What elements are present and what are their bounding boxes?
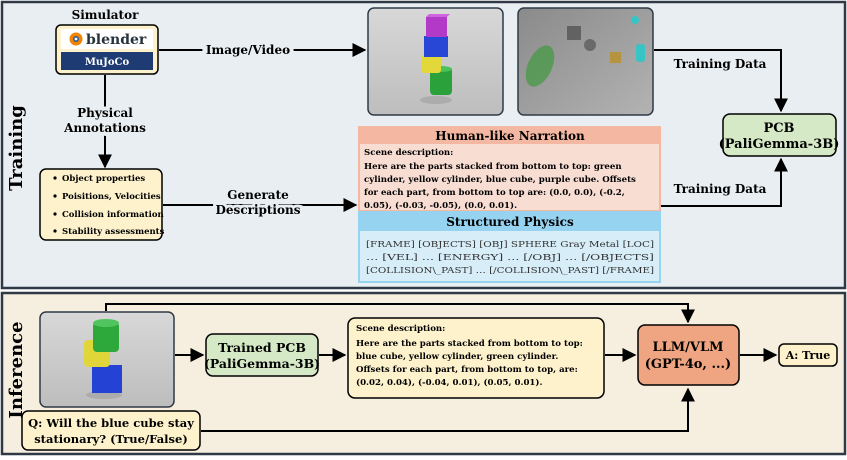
- scene-line: blue cube, yellow cylinder, green cylind…: [356, 352, 558, 362]
- narration-line: for each part, from bottom to top are: (…: [364, 187, 625, 198]
- trained-pcb-model: (PaliGemma-3B): [204, 356, 320, 371]
- mujoco-logo: [61, 52, 153, 70]
- mujoco-label: MuJoCo: [85, 57, 130, 68]
- inference-section-label: Inference: [6, 321, 27, 418]
- arrow-narration-to-pcb: [661, 157, 788, 207]
- narration-line: 0.05), (-0.03, -0.05), (0.0, 0.01).: [364, 200, 517, 211]
- simulator-title: Simulator: [72, 8, 140, 22]
- generate-descriptions-label-1: Generate: [227, 188, 289, 202]
- blender-logo: [61, 29, 153, 49]
- annotation-item: Stability assessments: [62, 227, 165, 237]
- generate-descriptions-label-2: Descriptions: [216, 203, 301, 217]
- inference-stack-image: [39, 311, 175, 408]
- rendered-motion-image: [517, 7, 654, 116]
- scene-line: Offsets for each part, from bottom to to…: [356, 365, 578, 375]
- narration-header: [359, 127, 660, 144]
- physics-text: [FRAME] [OBJECTS] [OBJ] SPHERE Gray Meta…: [366, 239, 654, 276]
- physics-line: [FRAME] [OBJECTS] [OBJ] SPHERE Gray Meta…: [366, 239, 654, 249]
- physical-annotations-label-2: Annotations: [63, 121, 146, 135]
- narration-text: Scene description: Here are the parts st…: [364, 148, 636, 211]
- physics-line: [COLLISION\_PAST] … [/COLLISION\_PAST] […: [366, 265, 654, 276]
- pcb-box: [722, 113, 837, 157]
- scene-line: (0.02, 0.04), (-0.04, 0.01), (0.05, 0.01…: [356, 377, 542, 388]
- annotations-list: Object properties Poisitions, Velocities…: [53, 174, 165, 237]
- llm-vlm-title: LLM/VLM: [652, 340, 723, 355]
- question-line: Q: Will the blue cube stay: [28, 416, 194, 430]
- blender-label: blender: [86, 32, 147, 48]
- training-data-label-top: Training Data: [674, 57, 767, 71]
- narration-line: cylinder, yellow cylinder, blue cube, pu…: [364, 175, 636, 185]
- physics-header: [359, 212, 660, 231]
- annotation-item: Object properties: [62, 174, 145, 184]
- trained-pcb-title: Trained PCB: [218, 340, 306, 355]
- trained-pcb-box: [205, 333, 319, 377]
- answer-box: [778, 343, 838, 367]
- rendered-stack-image: [367, 7, 504, 116]
- physics-title: Structured Physics: [446, 215, 574, 229]
- scene-description-text: Scene description: Here are the parts st…: [356, 324, 583, 388]
- scene-line: Here are the parts stacked from bottom t…: [356, 339, 583, 349]
- llm-vlm-models: (GPT-4o, ...): [645, 357, 731, 372]
- annotation-item: Poisitions, Velocities: [62, 192, 161, 202]
- physical-annotations-label-1: Physical: [77, 106, 133, 120]
- question-box: [21, 410, 201, 451]
- scene-description-box: [347, 317, 605, 399]
- pcb-box-title: PCB: [763, 121, 794, 136]
- llm-vlm-box: [637, 324, 740, 386]
- answer-text: A: True: [785, 349, 831, 362]
- narration-line: Here are the parts stacked from bottom t…: [364, 162, 622, 172]
- image-video-label: Image/Video: [206, 43, 290, 57]
- arrow-images-to-pcb: [654, 49, 788, 113]
- narration-title: Human-like Narration: [435, 129, 585, 143]
- annotations-box: [39, 168, 163, 241]
- scene-line: Scene description:: [356, 324, 445, 334]
- narration-line: Scene description:: [364, 148, 453, 158]
- training-data-label-bottom: Training Data: [674, 182, 767, 196]
- pcb-box-model: (PaliGemma-3B): [719, 137, 840, 152]
- annotation-item: Collision information: [62, 210, 164, 220]
- arrow-question-to-llm: [201, 387, 695, 432]
- arrow-image-to-llm: [105, 303, 695, 324]
- physics-line: … [VEL] … [ENERGY] … [/OBJ] … [/OBJECTS]: [366, 252, 654, 262]
- training-section-label: Training: [6, 105, 27, 191]
- question-line: stationary? (True/False): [34, 432, 188, 446]
